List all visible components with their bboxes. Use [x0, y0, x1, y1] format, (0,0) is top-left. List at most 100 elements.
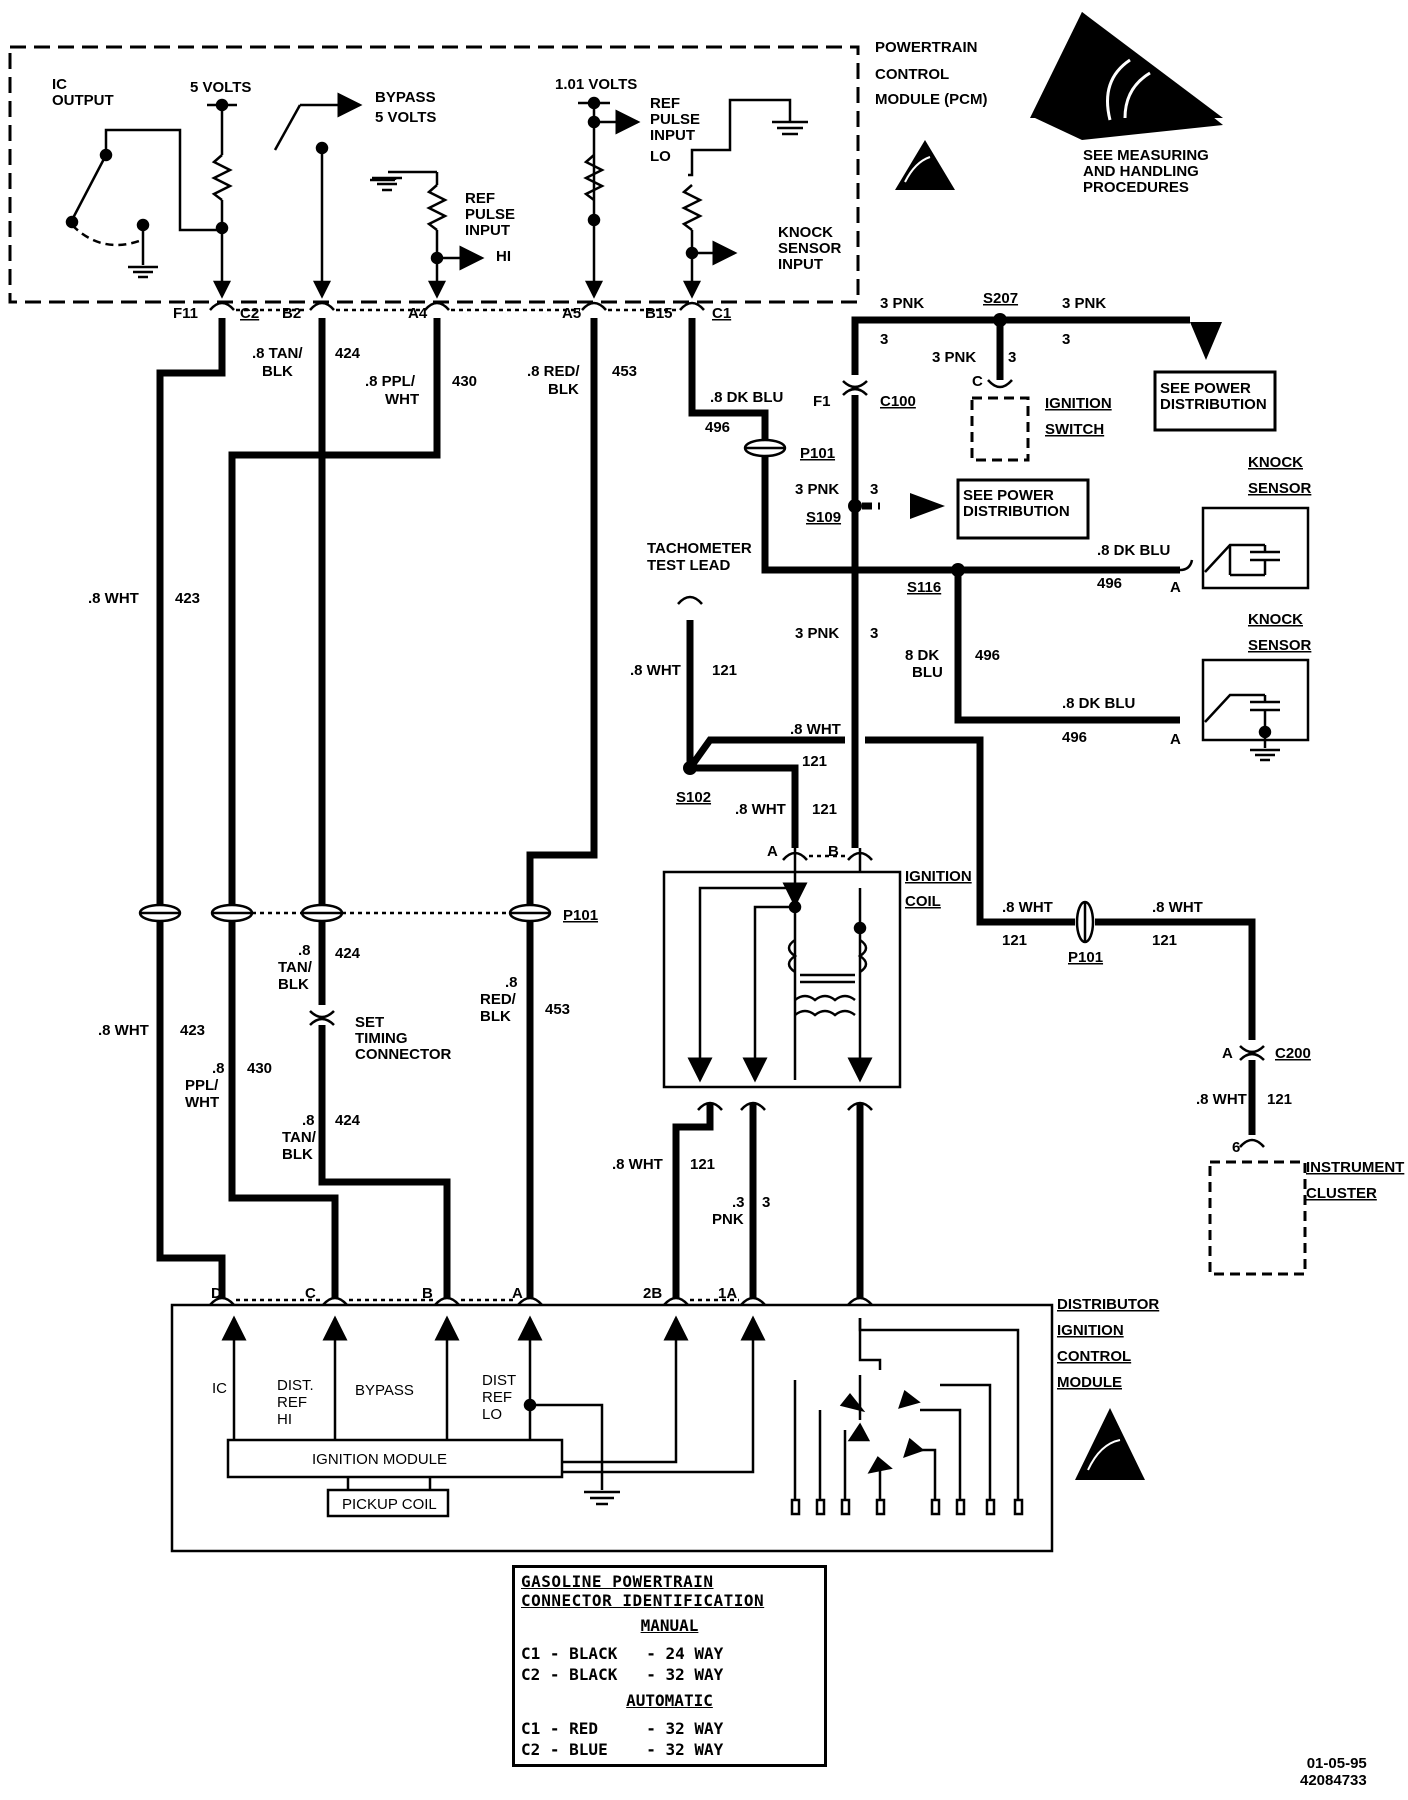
ignition-switch-box: [970, 396, 1030, 462]
wire-121-top: [687, 736, 845, 771]
legend-automatic-row-2: C2 - BLUE - 32 WAY: [521, 1740, 724, 1759]
tach-lead-label-1: TACHOMETER: [647, 540, 752, 557]
instrument-cluster-box: [1208, 1160, 1307, 1276]
label-496-l-b: BLU: [912, 664, 943, 681]
label-424-l2-a: .8: [302, 1112, 315, 1129]
set-timing-label-1: SET: [355, 1014, 384, 1031]
label-121-en: 121: [1152, 932, 1177, 949]
legend-manual-heading: MANUAL: [640, 1616, 699, 1635]
knock-input-label-2: SENSOR: [778, 240, 842, 257]
stamp-date: 01-05-95: [1306, 1755, 1367, 1772]
label-453-num: 453: [612, 363, 637, 380]
label-pnk-1n: 3: [880, 331, 888, 348]
label-424-l-c: BLK: [278, 976, 309, 993]
pin-c2: C2: [240, 305, 259, 322]
cluster-label-2: CLUSTER: [1306, 1185, 1377, 1202]
knock-input-label-3: INPUT: [778, 256, 823, 273]
coil-bottom-connectors: [697, 1101, 873, 1111]
dicm-label-3: CONTROL: [1057, 1348, 1131, 1365]
wire-453: [526, 318, 598, 1298]
wire-496-knock2: [954, 570, 1180, 724]
label-496-num-k1: 496: [1097, 575, 1122, 592]
dicm-pin-2b: 2B: [643, 1285, 662, 1302]
power-dist-2b: DISTRIBUTION: [963, 503, 1070, 520]
dicm-pin-b: B: [422, 1285, 433, 1302]
label-pnk-2n: 3: [1062, 331, 1070, 348]
pin-a4: A4: [408, 305, 428, 322]
legend-manual-row-2: C2 - BLACK - 32 WAY: [521, 1665, 724, 1684]
ignition-switch-label-1: IGNITION: [1045, 395, 1112, 412]
label-pnk-l-b: PNK: [712, 1211, 744, 1228]
power-dist-1a: SEE POWER: [1160, 380, 1251, 397]
switch-pin: C: [972, 373, 983, 390]
dicm-ref-hi-3: HI: [277, 1411, 292, 1428]
label-pnk-5n: 3: [870, 625, 878, 642]
legend-manual-row-1: C1 - BLACK - 24 WAY: [521, 1644, 724, 1663]
five-volts-label: 5 VOLTS: [190, 79, 251, 96]
label-121-g: .8 WHT: [612, 1156, 663, 1173]
ic-output-label-2: OUTPUT: [52, 92, 114, 109]
dicm-pin-c: C: [305, 1285, 316, 1302]
label-453-l-a: .8: [505, 974, 518, 991]
splice-s116: S116: [907, 579, 941, 596]
knock-sensor-2-label-a: KNOCK: [1248, 611, 1303, 628]
pcm-title-3: MODULE (PCM): [875, 91, 988, 108]
label-pnk-3n: 3: [1008, 349, 1016, 366]
power-distribution-box-1: [1153, 370, 1277, 432]
label-121-gn: 121: [690, 1156, 715, 1173]
label-453-l-c: BLK: [480, 1008, 511, 1025]
p101-label-lower: P101: [563, 907, 598, 924]
ref-hi-label-2: PULSE: [465, 206, 515, 223]
label-424-color-a: .8 TAN/: [252, 345, 303, 362]
dicm-ic-label: IC: [212, 1380, 227, 1397]
power-distribution-box-2: [956, 478, 1090, 540]
label-430-l-a: .8: [212, 1060, 225, 1077]
c100-label: C100: [880, 393, 916, 410]
pin-f11: F11: [173, 305, 198, 322]
esd-warning-icon-dicm: [1075, 1408, 1145, 1480]
ref-hi-label-3: INPUT: [465, 222, 510, 239]
label-121-e: .8 WHT: [1152, 899, 1203, 916]
label-pnk-l-a: .3: [732, 1194, 745, 1211]
dicm-pin-d: D: [211, 1285, 222, 1302]
esd-warning-icon-large: [1030, 12, 1223, 140]
ignition-switch-label-2: SWITCH: [1045, 421, 1104, 438]
knock-sensor-1-pin: A: [1170, 579, 1181, 596]
ref-lo-label-1: REF: [650, 95, 680, 112]
dicm-bypass-label: BYPASS: [355, 1382, 414, 1399]
knock-sensor-2-pin: A: [1170, 731, 1181, 748]
label-423-num-lower: 423: [180, 1022, 205, 1039]
p101-label-right: P101: [1068, 949, 1103, 966]
label-121-dn: 121: [1002, 932, 1027, 949]
bypass-label-1: BYPASS: [375, 89, 436, 106]
splice-s207: S207: [983, 290, 1018, 307]
label-423-num: 423: [175, 590, 200, 607]
ref-lo-label-4: LO: [650, 148, 671, 165]
label-121-cn: 121: [812, 801, 837, 818]
one-volts-label: 1.01 VOLTS: [555, 76, 637, 93]
label-423-color: .8 WHT: [88, 590, 139, 607]
dicm-label-4: MODULE: [1057, 1374, 1122, 1391]
power-dist-2a: SEE POWER: [963, 487, 1054, 504]
dicm-ref-lo-3: LO: [482, 1406, 502, 1423]
pin-a5: A5: [562, 305, 581, 322]
label-121-fn: 121: [1267, 1091, 1292, 1108]
label-121-bn: 121: [802, 753, 827, 770]
pcm-title-2: CONTROL: [875, 66, 949, 83]
label-pnk-4: 3 PNK: [795, 481, 839, 498]
wire-423: [156, 318, 226, 1298]
label-430-num: 430: [452, 373, 477, 390]
stamp-number: 42084733: [1300, 1772, 1367, 1789]
harness-wires: [156, 316, 1256, 1298]
dicm-label-2: IGNITION: [1057, 1322, 1124, 1339]
pin-b15: B15: [645, 305, 673, 322]
label-430-color-a: .8 PPL/: [365, 373, 416, 390]
coil-pin-a: A: [767, 843, 778, 860]
label-453-color-b: BLK: [548, 381, 579, 398]
pcm-pin-arrows: [209, 280, 705, 312]
ref-hi-label-4: HI: [496, 248, 511, 265]
wire-121-cluster: [1095, 918, 1256, 1040]
knock-input-label-1: KNOCK: [778, 224, 833, 241]
label-496-num-2: 496: [975, 647, 1000, 664]
